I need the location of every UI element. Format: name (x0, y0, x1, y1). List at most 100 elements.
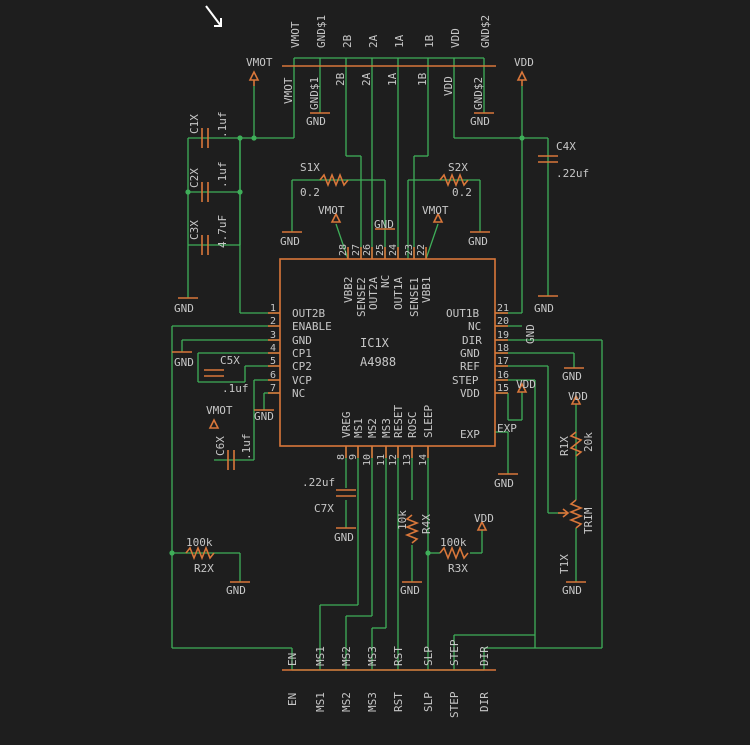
top-pin-name: SENSE2 (355, 277, 368, 317)
gnd-label: GND (374, 218, 394, 231)
left-pin-name: ENABLE (292, 320, 332, 333)
bottom-header-outer-label: STEP (448, 691, 461, 718)
junction-dots (169, 135, 525, 556)
c6x-name: C6X (214, 436, 227, 456)
s2x-value: 0.2 (452, 186, 472, 199)
gnd-label: GND (468, 235, 488, 248)
c5x-value: .1uf (222, 382, 249, 395)
r2x-value: 100k (186, 536, 213, 549)
top-pin-name: SENSE1 (408, 277, 421, 317)
right-pin-name: GND (460, 347, 480, 360)
right-pin-name: OUT1B (446, 307, 479, 320)
vdd-icon (516, 382, 528, 393)
bottom-pin-num: 9 (348, 454, 359, 460)
gnd-label: GND (470, 115, 490, 128)
top-pin-name: OUT2A (367, 277, 380, 310)
bottom-pin-num: 8 (336, 454, 347, 460)
s1x-resistor (319, 172, 349, 188)
gnd-label: GND (562, 370, 582, 383)
right-pin-name: DIR (462, 334, 482, 347)
bottom-pin-name: ROSC (406, 412, 419, 439)
top-pin-num: 26 (362, 244, 373, 256)
r1x-value: 20k (582, 432, 595, 452)
top-pin-name: VBB1 (420, 277, 433, 304)
left-pin-num: 5 (270, 356, 276, 367)
r3x-resistor (439, 545, 469, 561)
vdd-label: VDD (514, 56, 534, 69)
bottom-header-inner-label: EN (286, 653, 299, 666)
top-header-outer-label: VDD (449, 28, 462, 48)
r2x-name: R2X (194, 562, 214, 575)
top-header-inner-label: GND$2 (472, 77, 485, 110)
left-pin-name: OUT2B (292, 307, 325, 320)
vdd-label: VDD (474, 512, 494, 525)
c4x-name: C4X (556, 140, 576, 153)
left-pin-num: 6 (270, 370, 276, 381)
bottom-pin-name: SLEEP (422, 405, 435, 438)
left-pin-num: 1 (270, 303, 276, 314)
gnd-label: GND (226, 584, 246, 597)
left-pin-num: 3 (270, 330, 276, 341)
right-pin-num: 16 (497, 370, 509, 381)
right-pin-name: VDD (460, 387, 480, 400)
top-pin-num: 22 (416, 244, 427, 256)
c5x-name: C5X (220, 354, 240, 367)
top-header-outer-label: GND$1 (315, 15, 328, 48)
top-header-inner-label: 2A (360, 72, 373, 86)
top-header-outer-label: 1B (423, 34, 436, 48)
vmot-icon (330, 212, 342, 223)
gnd-label: GND (534, 302, 554, 315)
bottom-pin-name: MS1 (352, 418, 365, 438)
s2x-name: S2X (448, 161, 468, 174)
left-pin-num: 7 (270, 383, 276, 394)
top-header-inner-label: 2B (334, 72, 347, 86)
top-header-inner-label: 1B (416, 72, 429, 86)
gnd-label: GND (254, 410, 274, 423)
c4x-value: .22uf (556, 167, 589, 180)
t1x-trimpot (568, 499, 584, 529)
bottom-pin-name: RESET (392, 405, 405, 438)
top-header-outer-label: 1A (393, 34, 406, 48)
t1x-name: T1X (558, 554, 571, 574)
gnd-label: GND (174, 356, 194, 369)
top-pin-num: 23 (404, 244, 415, 256)
vmot-label: VMOT (246, 56, 273, 69)
pointer-arrow-icon (205, 5, 222, 27)
top-header-inner-label: VDD (442, 76, 455, 96)
top-header-outer-label: 2B (341, 34, 354, 48)
left-pin-name: NC (292, 387, 305, 400)
bottom-pin-name: VREG (340, 412, 353, 439)
r4x-name: R4X (420, 514, 433, 534)
right-pin-name: REF (460, 360, 480, 373)
ic-value: A4988 (360, 355, 396, 369)
s1x-name: S1X (300, 161, 320, 174)
c1x-value: .1uf (216, 112, 229, 139)
gnd-label: GND (494, 477, 514, 490)
gnd-label: GND (562, 584, 582, 597)
ic-exp-label: EXP (497, 422, 517, 435)
vmot-icon (248, 70, 260, 81)
top-pin-name: VBB2 (342, 277, 355, 304)
left-pin-name: GND (292, 334, 312, 347)
vmot-icon (432, 212, 444, 223)
gnd-label: GND (174, 302, 194, 315)
left-pin-num: 4 (270, 343, 276, 354)
gnd-label: GND (524, 324, 537, 344)
right-pin-num: 17 (497, 356, 509, 367)
right-pin-num: 15 (497, 383, 509, 394)
bottom-header-inner-label: MS1 (314, 646, 327, 666)
r4x-value: 10k (396, 510, 409, 530)
gnd-label: GND (280, 235, 300, 248)
left-pin-name: CP1 (292, 347, 312, 360)
bottom-header-inner-label: SLP (422, 646, 435, 666)
vdd-label: VDD (568, 390, 588, 403)
gnd-label: GND (400, 584, 420, 597)
r4x-resistor (404, 514, 420, 544)
top-pin-num: 27 (351, 244, 362, 256)
top-header-outer-label: 2A (367, 34, 380, 48)
bottom-pin-num: 12 (388, 454, 399, 466)
c7x-name: C7X (314, 502, 334, 515)
ic-name: IC1X (360, 336, 390, 350)
bottom-header-outer-label: SLP (422, 692, 435, 712)
